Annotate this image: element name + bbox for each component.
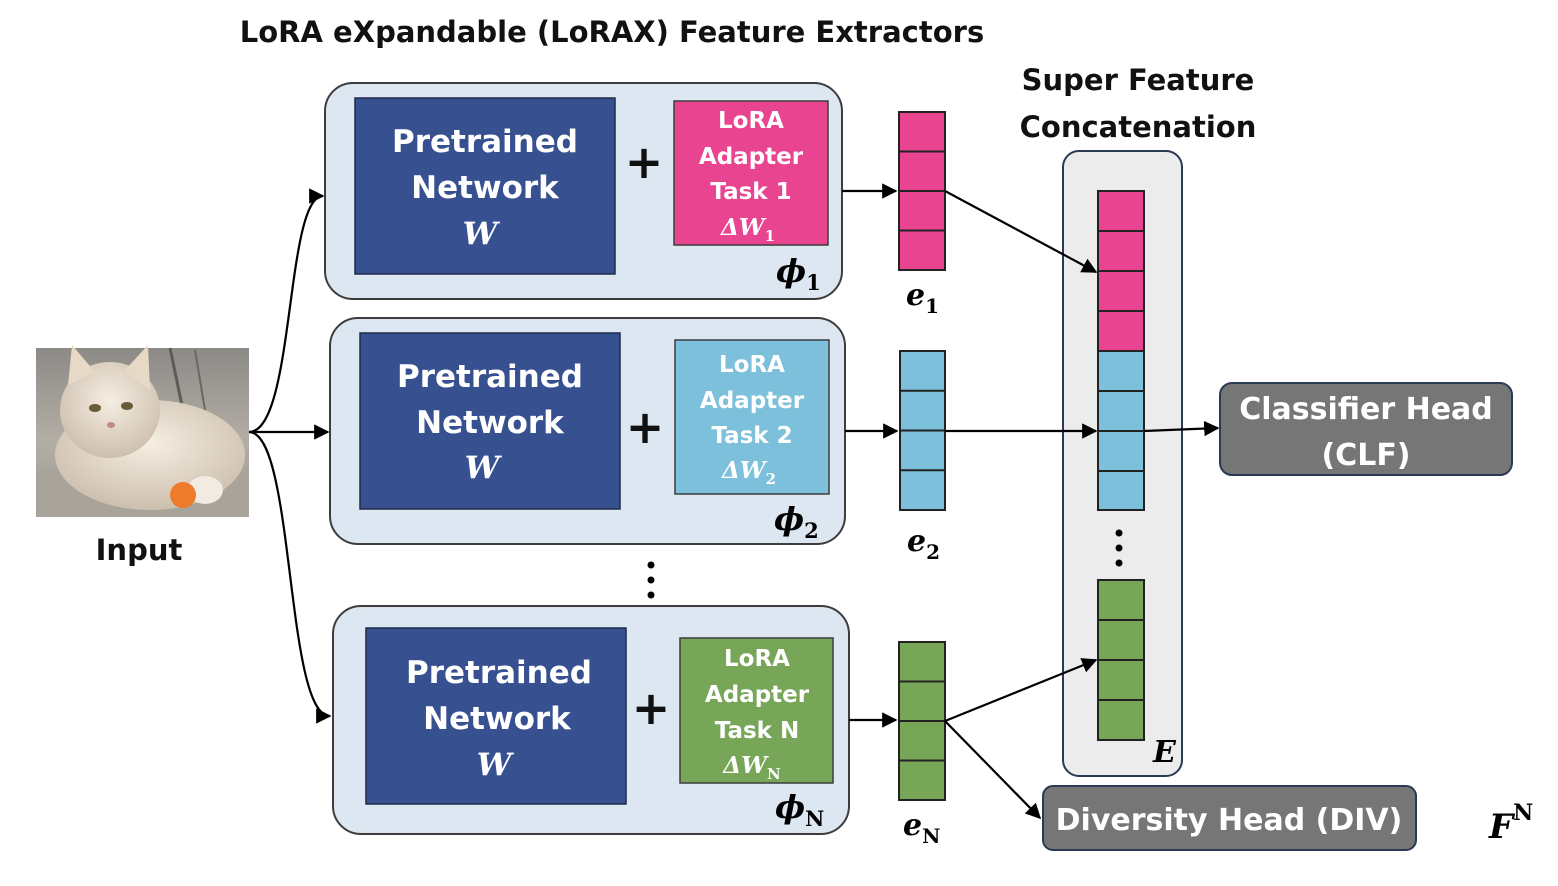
classifier-head-label-2: (CLF) — [1321, 438, 1410, 473]
weight-n: W — [477, 747, 515, 783]
adapter-label-2a: LoRA — [719, 352, 785, 378]
embedding-label-1: e1 — [906, 278, 939, 318]
arrow-e1-to-concat — [944, 190, 1098, 273]
feature-extractor-1: Pretrained Network W + LoRA Adapter Task… — [324, 82, 843, 300]
lora-adapter-2 — [674, 339, 830, 495]
diversity-head-label: Diversity Head (DIV) — [1056, 803, 1403, 838]
diagram-title: LoRA eXpandable (LoRAX) Feature Extracto… — [240, 15, 984, 49]
delta-w-2: ΔW2 — [721, 457, 776, 488]
phi-n: ϕN — [775, 788, 824, 831]
adapter-label-1a: LoRA — [718, 108, 784, 134]
concat-vector — [1097, 190, 1145, 741]
phi-1: ϕ1 — [776, 252, 821, 295]
adapter-label-2b: Adapter — [700, 388, 805, 414]
pretrained-label-2b: Network — [416, 405, 565, 441]
embedding-label-n: eN — [903, 808, 940, 848]
pretrained-label-na: Pretrained — [406, 655, 592, 691]
weight-1: W — [463, 216, 501, 252]
arrow-input-to-extractor-n — [248, 430, 332, 724]
classifier-head-label-1: Classifier Head — [1239, 392, 1493, 427]
concat-title-line1: Super Feature — [1022, 63, 1255, 97]
pretrained-label-1b: Network — [411, 170, 560, 206]
feature-extractor-n: Pretrained Network W + LoRA Adapter Task… — [332, 605, 850, 835]
adapter-label-1c: Task 1 — [710, 179, 791, 205]
pretrained-network-1 — [354, 97, 616, 275]
plus-n: + — [632, 681, 671, 735]
delta-w-1: ΔW1 — [720, 214, 775, 245]
adapter-label-nc: Task N — [715, 718, 800, 744]
pretrained-label-2a: Pretrained — [397, 359, 583, 395]
embedding-vector-1 — [898, 111, 946, 271]
plus-1: + — [625, 135, 664, 189]
input-image — [36, 345, 249, 517]
concat-var-e: E — [1152, 735, 1177, 770]
pretrained-network-2 — [359, 332, 621, 510]
phi-2: ϕ2 — [774, 500, 819, 543]
arrow-en-to-concat — [944, 658, 1098, 723]
adapter-label-2c: Task 2 — [711, 423, 792, 449]
pretrained-network-n — [365, 627, 627, 805]
embedding-vector-2 — [899, 350, 946, 511]
weight-2: W — [465, 450, 503, 486]
concat-title-line2: Concatenation — [1020, 110, 1257, 144]
arrow-input-to-extractor-1 — [248, 188, 325, 434]
adapter-label-1b: Adapter — [699, 144, 804, 170]
ellipsis-extractors — [647, 561, 655, 599]
input-label: Input — [96, 533, 183, 567]
classifier-head — [1219, 382, 1513, 476]
arrow-en-to-diversity — [944, 720, 1042, 820]
arrow-concat-to-classifier — [1143, 420, 1220, 437]
diversity-head — [1042, 785, 1417, 851]
adapter-label-nb: Adapter — [705, 682, 810, 708]
model-var-fn: FN — [1488, 800, 1533, 847]
embedding-label-2: e2 — [907, 524, 940, 564]
pretrained-label-1a: Pretrained — [392, 124, 578, 160]
delta-w-n: ΔWN — [722, 752, 781, 783]
pretrained-label-nb: Network — [423, 701, 572, 737]
lora-adapter-n — [679, 637, 834, 784]
embedding-vector-n — [898, 641, 946, 801]
adapter-label-na: LoRA — [724, 646, 790, 672]
lora-adapter-1 — [673, 100, 829, 246]
plus-2: + — [626, 400, 665, 454]
feature-extractor-2: Pretrained Network W + LoRA Adapter Task… — [329, 317, 846, 545]
ellipsis-concat — [1115, 529, 1123, 567]
